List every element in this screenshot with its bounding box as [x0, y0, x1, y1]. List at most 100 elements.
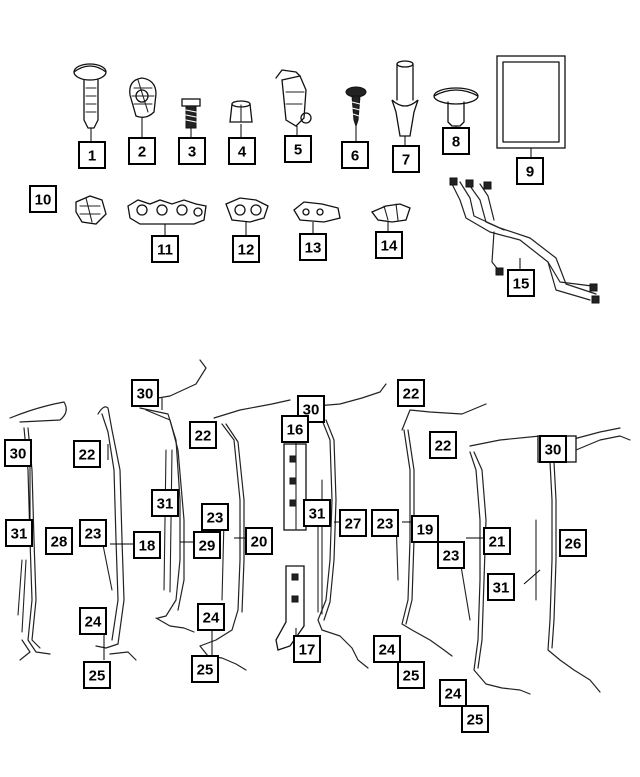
part-7-grommet-icon — [391, 60, 419, 137]
callout-25-c25d-text: 25 — [467, 712, 484, 729]
callout-31-c31c: 31 — [303, 499, 331, 527]
callout-22-c22d: 22 — [429, 431, 457, 459]
callout-21-c21: 21 — [483, 527, 511, 555]
callout-23-c23a: 23 — [79, 519, 107, 547]
callout-24-c24b-text: 24 — [203, 610, 220, 627]
callout-22-c22c-text: 22 — [403, 386, 420, 403]
part-6-screw-icon — [345, 86, 367, 128]
callout-28-c28-text: 28 — [51, 534, 68, 551]
harness-21-icon — [459, 427, 621, 695]
part-10-clip-icon — [75, 195, 107, 225]
callout-7: 7 — [392, 145, 420, 173]
callout-14-text: 14 — [381, 238, 398, 255]
callout-31-c31a: 31 — [5, 519, 33, 547]
callout-30-c30a: 30 — [4, 439, 32, 467]
callout-8-text: 8 — [452, 134, 460, 151]
callout-11-text: 11 — [157, 242, 173, 259]
callout-10-text: 10 — [35, 192, 52, 209]
callout-30-c30c-text: 30 — [303, 402, 320, 419]
callout-23-c23d: 23 — [437, 541, 465, 569]
callout-24-c24a: 24 — [79, 607, 107, 635]
callout-29-c29: 29 — [193, 531, 221, 559]
callout-15: 15 — [507, 269, 535, 297]
callout-25-c25a: 25 — [83, 661, 111, 689]
callout-13: 13 — [299, 233, 327, 261]
part-4-nut-icon — [229, 100, 253, 123]
callout-16-c16: 16 — [281, 415, 309, 443]
callout-14: 14 — [375, 231, 403, 259]
callout-27-c27-text: 27 — [345, 516, 362, 533]
harness-27-icon — [299, 383, 387, 669]
callout-27-c27: 27 — [339, 509, 367, 537]
callout-10: 10 — [29, 185, 57, 213]
callout-22-c22b: 22 — [189, 421, 217, 449]
callout-24-c24c: 24 — [373, 635, 401, 663]
callout-31-c31a-text: 31 — [11, 526, 28, 543]
callout-7-text: 7 — [402, 152, 410, 169]
callout-23-c23d-text: 23 — [443, 548, 460, 565]
callout-24-c24a-text: 24 — [85, 614, 102, 631]
callout-25-c25c-text: 25 — [403, 668, 420, 685]
callout-25-c25a-text: 25 — [89, 668, 106, 685]
callout-22-c22a: 22 — [73, 440, 101, 468]
callout-31-c31d: 31 — [487, 573, 515, 601]
callout-5-text: 5 — [294, 142, 302, 159]
callout-4-text: 4 — [238, 144, 247, 161]
callout-23-c23b-text: 23 — [207, 510, 224, 527]
harness-29-icon — [133, 359, 207, 633]
callout-24-c24d: 24 — [439, 679, 467, 707]
callout-6: 6 — [341, 141, 369, 169]
part-9-label-pad-icon — [496, 55, 566, 149]
callout-31-c31b-text: 31 — [157, 496, 174, 513]
callout-13-text: 13 — [305, 240, 322, 257]
callout-2-text: 2 — [138, 144, 146, 161]
callout-4: 4 — [228, 137, 256, 165]
callout-20-c20: 20 — [245, 527, 273, 555]
callout-12-text: 12 — [238, 242, 255, 259]
callout-30-c30d: 30 — [539, 435, 567, 463]
callout-22-c22b-text: 22 — [195, 428, 212, 445]
callout-25-c25b: 25 — [191, 655, 219, 683]
callout-29-c29-text: 29 — [199, 538, 216, 555]
callout-28-c28: 28 — [45, 527, 73, 555]
callout-1: 1 — [78, 141, 106, 169]
callout-6-text: 6 — [351, 148, 359, 165]
callout-23-c23a-text: 23 — [85, 526, 102, 543]
callout-26-c26-text: 26 — [565, 536, 582, 553]
callout-22-c22d-text: 22 — [435, 438, 452, 455]
part-5-bracket-icon — [275, 69, 312, 127]
callout-17-c17: 17 — [293, 635, 321, 663]
callout-25-c25d: 25 — [461, 705, 489, 733]
bracket-17-icon — [275, 565, 305, 651]
part-1-push-pin-icon — [73, 63, 107, 129]
callout-30-c30a-text: 30 — [10, 446, 27, 463]
callout-18-c18: 18 — [133, 531, 161, 559]
callout-15-text: 15 — [513, 276, 530, 293]
callout-30-c30b-text: 30 — [137, 386, 154, 403]
callout-20-c20-text: 20 — [251, 534, 268, 551]
callout-23-c23c-text: 23 — [377, 516, 394, 533]
callout-30-c30d-text: 30 — [545, 442, 562, 459]
part-15-harness-assembly-icon — [449, 177, 600, 304]
callout-3: 3 — [178, 137, 206, 165]
callout-19-c19-text: 19 — [417, 522, 434, 539]
part-11-multi-clip-icon — [127, 199, 207, 225]
callout-31-c31b: 31 — [151, 489, 179, 517]
callout-24-c24d-text: 24 — [445, 686, 462, 703]
callout-24-c24c-text: 24 — [379, 642, 396, 659]
callout-2: 2 — [128, 137, 156, 165]
harness-18-icon — [95, 406, 137, 661]
bracket-16-icon — [283, 443, 307, 531]
callout-26-c26: 26 — [559, 529, 587, 557]
callout-22-c22c: 22 — [397, 379, 425, 407]
callout-8: 8 — [442, 127, 470, 155]
part-12-clip-icon — [225, 197, 269, 223]
callout-31-c31d-text: 31 — [493, 580, 510, 597]
part-14-clip-icon — [370, 203, 411, 223]
callout-5: 5 — [284, 135, 312, 163]
part-3-bolt-icon — [181, 98, 201, 129]
part-13-connector-clip-icon — [293, 201, 341, 223]
callout-31-c31c-text: 31 — [309, 506, 326, 523]
part-2-wire-clip-icon — [129, 77, 157, 118]
